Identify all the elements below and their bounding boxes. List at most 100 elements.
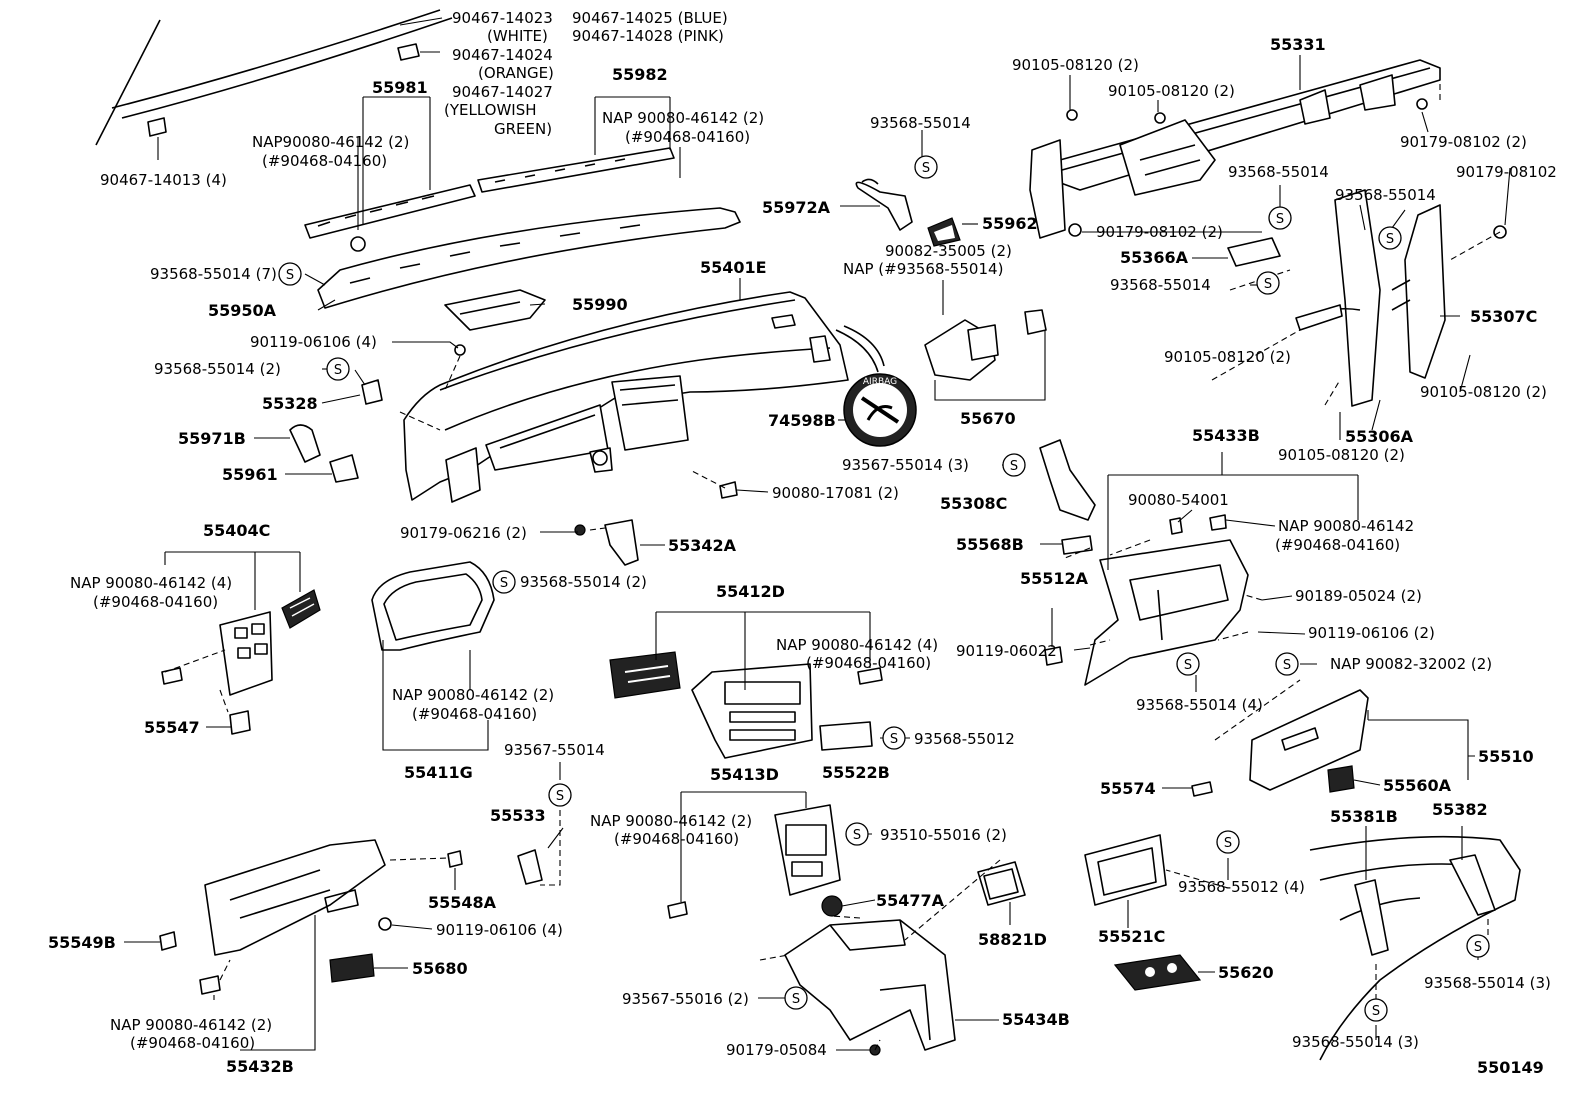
- center-vent-55412D[interactable]: [609, 651, 681, 699]
- clip-55568B[interactable]: [1061, 535, 1093, 555]
- label-55568B: 55568B: [956, 535, 1024, 554]
- label-90179-08102-2a: 90179-08102 (2): [1400, 133, 1527, 151]
- label-90467-14013: 90467-14013 (4): [100, 171, 227, 189]
- label-nap-c: NAP (#93568-55014): [843, 260, 1003, 278]
- clip-55328[interactable]: [361, 379, 383, 405]
- clip-55413D[interactable]: [667, 901, 688, 919]
- label-90179-06216: 90179-06216 (2): [400, 524, 527, 542]
- switch-55547[interactable]: [229, 710, 251, 735]
- label-nap-f2: (#90468-04160): [806, 654, 931, 672]
- brace-55306A[interactable]: [1295, 189, 1381, 407]
- label-55680: 55680: [412, 959, 468, 978]
- clip-90080-17081[interactable]: [719, 481, 738, 499]
- label-90119-06106-2: 90119-06106 (2): [1308, 624, 1435, 642]
- vent-55962[interactable]: [927, 217, 961, 247]
- defroster-nozzle-55982[interactable]: [477, 147, 675, 193]
- bracket-55381B[interactable]: [1354, 879, 1389, 956]
- bracket-55308C[interactable]: [1039, 439, 1096, 521]
- lower-panel-55433B[interactable]: [1084, 539, 1249, 686]
- screw-55574[interactable]: [1191, 781, 1213, 797]
- s-symbol-8: S: [492, 570, 516, 594]
- blank-panel-55522B[interactable]: [819, 721, 873, 751]
- clip-55432B[interactable]: [199, 975, 221, 995]
- box-58821D[interactable]: [977, 861, 1026, 906]
- label-90467-14028: 90467-14028 (PINK): [572, 27, 724, 45]
- airbag-text: AIRBAG: [863, 377, 897, 387]
- part-labels: 90467-14023 (WHITE) 90467-14024 (ORANGE)…: [48, 9, 1557, 1077]
- lower-panel-55432B[interactable]: [204, 839, 386, 956]
- clip-90080-46142-g[interactable]: [1209, 514, 1227, 531]
- label-58821D: 58821D: [978, 930, 1047, 949]
- clip-55512A[interactable]: [1044, 646, 1063, 666]
- svg-text:S: S: [1283, 658, 1291, 673]
- bracket-55382[interactable]: [1449, 854, 1496, 916]
- label-93568-55014-r1: 93568-55014: [1228, 163, 1329, 181]
- label-55433B: 55433B: [1192, 426, 1260, 445]
- instrument-panel-55401E[interactable]: [403, 291, 885, 503]
- label-90467-14025: 90467-14025 (BLUE): [572, 9, 728, 27]
- clip-55404C[interactable]: [161, 667, 183, 685]
- clip-90080-54001[interactable]: [1169, 517, 1183, 535]
- reinforcement-beam-55331[interactable]: [1029, 59, 1441, 239]
- clip-55549B[interactable]: [159, 931, 177, 951]
- vent-duct-55972A[interactable]: [855, 178, 913, 231]
- s-symbol-4: S: [1268, 206, 1292, 230]
- mat-55620[interactable]: [1113, 954, 1202, 991]
- label-55434B: 55434B: [1002, 1010, 1070, 1029]
- label-55366A: 55366A: [1120, 248, 1189, 267]
- label-nap-i1: NAP 90080-46142 (2): [590, 812, 752, 830]
- defroster-nozzle-55981[interactable]: [304, 184, 476, 239]
- svg-text:S: S: [1010, 459, 1018, 474]
- vent-55404C-side[interactable]: [281, 589, 321, 629]
- s-symbol-9: S: [1176, 652, 1200, 676]
- box-55521C[interactable]: [1084, 834, 1167, 906]
- brace-55307C[interactable]: [1391, 204, 1507, 379]
- label-55547: 55547: [144, 718, 200, 737]
- svg-text:S: S: [1264, 277, 1272, 292]
- screw-90119-06106-b[interactable]: [378, 917, 392, 931]
- label-93567-55016: 93567-55016 (2): [622, 990, 749, 1008]
- bracket-55366A[interactable]: [1227, 237, 1281, 267]
- label-550149: 550149: [1477, 1058, 1544, 1077]
- label-90179-08102-2b: 90179-08102 (2): [1096, 223, 1223, 241]
- label-55328: 55328: [262, 394, 318, 413]
- cluster-hood-55411G[interactable]: [371, 561, 495, 651]
- lighter-55477A[interactable]: [821, 895, 843, 917]
- label-55477A: 55477A: [876, 891, 945, 910]
- label-93568-55012-4: 93568-55012 (4): [1178, 878, 1305, 896]
- label-90080-54001: 90080-54001: [1128, 491, 1229, 509]
- duct-55990[interactable]: [444, 289, 546, 331]
- label-55971B: 55971B: [178, 429, 246, 448]
- glove-box-55510[interactable]: [1249, 689, 1369, 791]
- switch-bezel-55404C[interactable]: [219, 611, 273, 696]
- screw-90179-06216[interactable]: [574, 524, 586, 536]
- defroster-duct-55950A[interactable]: [317, 207, 741, 309]
- label-90119-06022: 90119-06022: [956, 642, 1057, 660]
- bracket-55342A[interactable]: [604, 519, 639, 566]
- console-55434B[interactable]: [784, 919, 956, 1051]
- label-55510: 55510: [1478, 747, 1534, 766]
- label-93510-55016: 93510-55016 (2): [880, 826, 1007, 844]
- label-55381B: 55381B: [1330, 807, 1398, 826]
- label-55620: 55620: [1218, 963, 1274, 982]
- duct-55670[interactable]: [924, 309, 1047, 381]
- label-nap-a1: NAP90080-46142 (2): [252, 133, 409, 151]
- s-symbol-5: S: [1378, 226, 1402, 250]
- switch-55680[interactable]: [329, 953, 375, 983]
- svg-text:S: S: [556, 789, 564, 804]
- lock-55560A[interactable]: [1327, 765, 1355, 793]
- center-panel-55413D[interactable]: [774, 804, 841, 896]
- label-93568-55014-3a: 93568-55014 (3): [1424, 974, 1551, 992]
- windshield-outline: [95, 9, 453, 146]
- label-nap-d2: (#90468-04160): [93, 593, 218, 611]
- vent-55961[interactable]: [329, 454, 359, 483]
- s-symbol-2: S: [326, 357, 350, 381]
- cover-55533[interactable]: [517, 849, 543, 885]
- vent-duct-55971B[interactable]: [289, 424, 321, 463]
- label-93568-55014-3b: 93568-55014 (3): [1292, 1033, 1419, 1051]
- label-93568-55014-4: 93568-55014 (4): [1136, 696, 1263, 714]
- clip-55412D[interactable]: [857, 667, 883, 685]
- s-symbol-13: S: [845, 822, 869, 846]
- clip-55548A[interactable]: [447, 850, 463, 868]
- center-cluster-panel-55412D[interactable]: [691, 663, 813, 759]
